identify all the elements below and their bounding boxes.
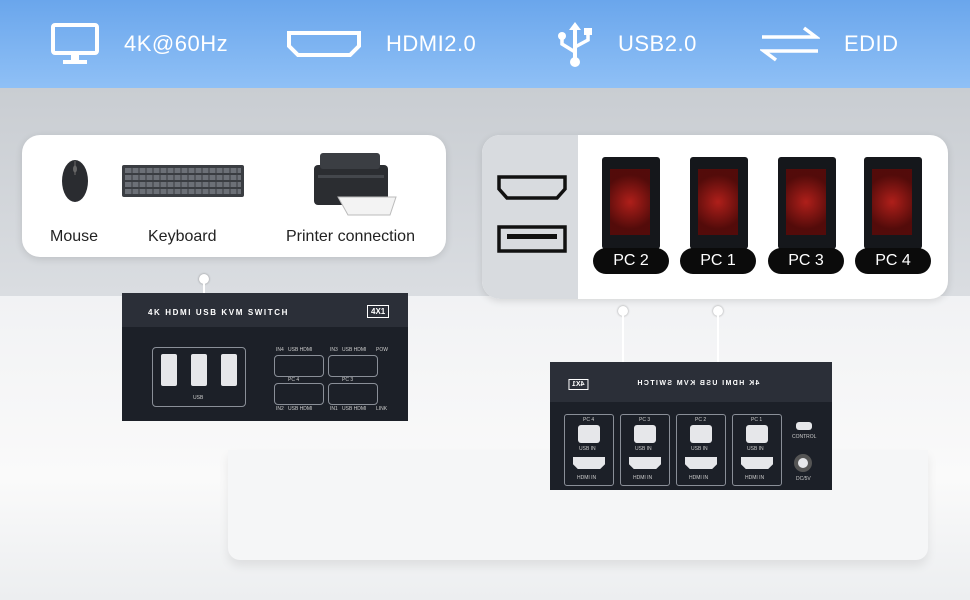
mouse-icon	[62, 160, 88, 202]
connector-line	[622, 312, 624, 386]
pcs-panel: PC 2 PC 1 PC 3 PC 4	[482, 135, 948, 299]
pc-tower	[602, 157, 660, 249]
port-label: IN1	[330, 406, 338, 412]
feature-4k: 4K@60Hz	[50, 0, 228, 88]
pc-badge: PC 3	[768, 248, 844, 274]
edid-arrows-icon	[760, 26, 820, 62]
dc-power-port[interactable]	[794, 454, 812, 472]
pc-tower	[690, 157, 748, 249]
usb-in-label: USB IN	[747, 446, 764, 452]
pc-label: PC 4	[288, 377, 300, 383]
switch-model: 4X1	[367, 305, 390, 318]
usb-port-group: USB	[152, 347, 246, 407]
usb-b-port[interactable]	[578, 425, 600, 443]
usb-port[interactable]	[161, 354, 177, 386]
peripherals-panel: Mouse Keyboard Printer connection	[22, 135, 446, 257]
switch-back-face: PC 4 USB IN HDMI IN PC 3 USB IN HDMI IN …	[550, 402, 832, 490]
hdmi-port-icon	[497, 175, 567, 200]
usb-b-port[interactable]	[634, 425, 656, 443]
usb-port[interactable]	[191, 354, 207, 386]
hdmi-in-label: HDMI IN	[577, 475, 597, 481]
usb-in-label: USB IN	[579, 446, 596, 452]
pc-badge: PC 2	[593, 248, 669, 274]
port-label: IN3	[330, 347, 338, 353]
port-label: USB HDMI	[342, 347, 367, 353]
switch-top: 4K HDMI USB KVM SWITCH 4X1	[122, 293, 408, 327]
port-buttons-group: IN4 USB HDMI IN3 USB HDMI POW PC 4 PC 3 …	[272, 343, 394, 412]
pc4-button[interactable]	[274, 355, 324, 377]
pc1-button[interactable]	[328, 383, 378, 405]
hdmi-in-label: HDMI IN	[633, 475, 653, 481]
switch-title: 4K HDMI USB KVM SWITCH	[148, 308, 289, 317]
switch-front-face: USB IN4 USB HDMI IN3 USB HDMI POW PC 4 P…	[122, 327, 408, 421]
connector-dot	[713, 306, 723, 316]
connector-dot	[618, 306, 628, 316]
feature-edid-label: EDID	[844, 31, 899, 56]
usb-port[interactable]	[221, 354, 237, 386]
pc-label: PC 1	[751, 417, 763, 423]
hdmi-port[interactable]	[685, 457, 717, 469]
usb-b-port[interactable]	[746, 425, 768, 443]
feature-4k-label: 4K@60Hz	[124, 31, 229, 56]
switch-title: 4K HDMI USB KVM SWITCH	[636, 380, 760, 387]
hdmi-port[interactable]	[741, 457, 773, 469]
hdmi-port-icon	[287, 31, 361, 57]
pow-label: POW	[376, 347, 388, 353]
dc-label: DC/5V	[796, 476, 811, 482]
usb-b-port[interactable]	[690, 425, 712, 443]
switch-model: 4X1	[568, 379, 589, 390]
feature-edid: EDID	[760, 0, 899, 88]
kvm-switch-front: 4K HDMI USB KVM SWITCH 4X1 USB IN4 USB H…	[122, 293, 408, 421]
pc1-port-group: PC 1 USB IN HDMI IN	[732, 414, 782, 486]
connector-line	[717, 312, 719, 386]
pc-label: PC 4	[583, 417, 595, 423]
feature-usb: USB2.0	[556, 0, 697, 88]
port-label: USB HDMI	[288, 347, 313, 353]
control-label: CONTROL	[792, 434, 817, 440]
pc-tower	[864, 157, 922, 249]
keyboard-label: Keyboard	[148, 228, 217, 245]
pc-tower	[778, 157, 836, 249]
keyboard-icon	[122, 165, 244, 197]
hdmi-in-label: HDMI IN	[745, 475, 765, 481]
pc-label: PC 2	[695, 417, 707, 423]
ports-area	[482, 135, 578, 299]
pc4-port-group: PC 4 USB IN HDMI IN	[564, 414, 614, 486]
pc3-port-group: PC 3 USB IN HDMI IN	[620, 414, 670, 486]
mouse-label: Mouse	[50, 228, 99, 245]
usb-icon	[558, 22, 592, 67]
hdmi-in-label: HDMI IN	[689, 475, 709, 481]
hdmi-port[interactable]	[629, 457, 661, 469]
port-label: USB HDMI	[342, 406, 367, 412]
port-label: IN2	[276, 406, 284, 412]
link-label: LINK	[376, 406, 388, 412]
printer-label: Printer connection	[286, 228, 415, 245]
pc3-button[interactable]	[328, 355, 378, 377]
kvm-switch-back: 4K HDMI USB KVM SWITCH 4X1 PC 4 USB IN H…	[550, 362, 832, 490]
switch-top: 4K HDMI USB KVM SWITCH 4X1	[550, 362, 832, 402]
pc2-port-group: PC 2 USB IN HDMI IN	[676, 414, 726, 486]
usb-label: USB	[193, 395, 204, 401]
usb-in-label: USB IN	[691, 446, 708, 452]
port-label: USB HDMI	[288, 406, 313, 412]
usb-in-label: USB IN	[635, 446, 652, 452]
connector-line	[203, 278, 205, 296]
usb-port-icon	[497, 225, 567, 253]
pc-label: PC 3	[639, 417, 651, 423]
feature-hdmi: HDMI2.0	[286, 0, 476, 88]
feature-hdmi-label: HDMI2.0	[386, 31, 477, 56]
control-port[interactable]	[796, 422, 812, 430]
feature-bar	[0, 0, 970, 88]
monitor-icon	[51, 23, 99, 64]
pc-badge: PC 4	[855, 248, 931, 274]
pc-badge: PC 1	[680, 248, 756, 274]
port-label: IN4	[276, 347, 284, 353]
printer-icon	[314, 153, 397, 216]
feature-usb-label: USB2.0	[618, 31, 697, 56]
pc2-button[interactable]	[274, 383, 324, 405]
hdmi-port[interactable]	[573, 457, 605, 469]
pc-label: PC 3	[342, 377, 354, 383]
